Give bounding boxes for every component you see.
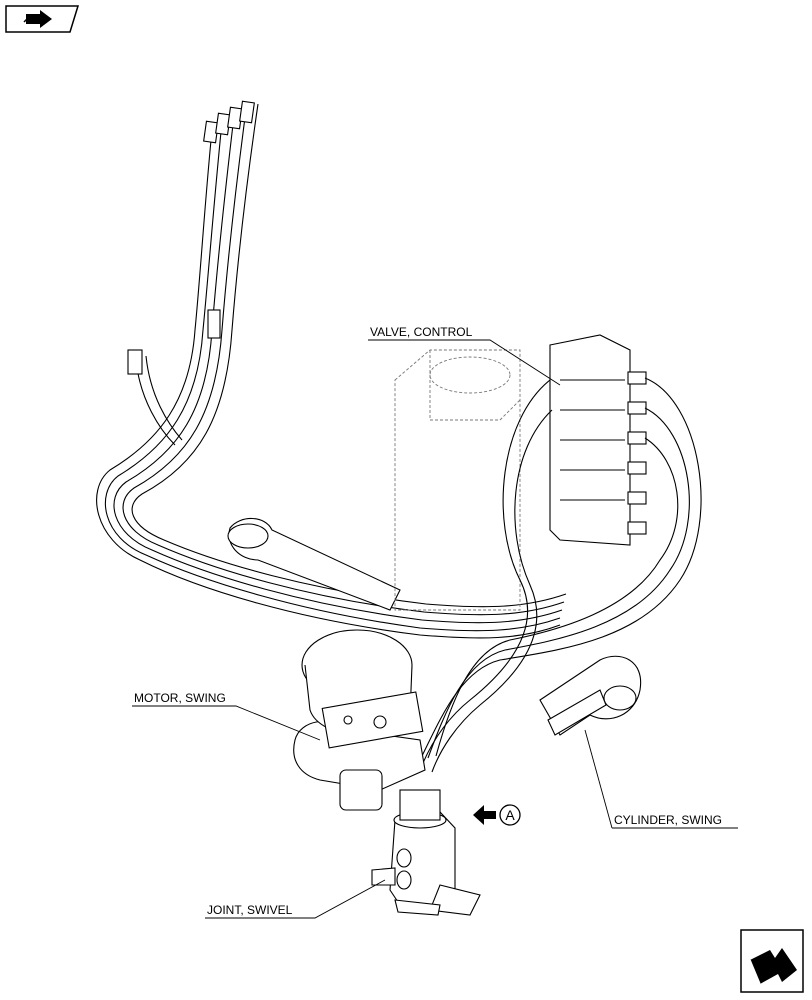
callout-joint-swivel: JOINT, SWIVEL [207, 903, 293, 917]
hose-bundle-right [419, 377, 702, 773]
control-valve-ghost [394, 349, 521, 611]
callout-leaders [132, 339, 738, 919]
callout-motor-swing: MOTOR, SWING [134, 691, 226, 705]
view-reference-label: A [505, 807, 515, 823]
swing-cylinder [547, 689, 607, 736]
previous-page-arrow-icon[interactable] [5, 5, 80, 33]
control-valve-bank [549, 334, 647, 546]
view-reference-A: A [473, 804, 521, 826]
next-page-arrow-icon[interactable] [740, 929, 804, 993]
callout-valve-control: VALVE, CONTROL [370, 325, 473, 339]
swing-motor [293, 629, 426, 811]
hose-fittings [127, 100, 255, 375]
swivel-joint [371, 789, 481, 916]
callout-cylinder-swing: CYLINDER, SWING [614, 813, 722, 827]
